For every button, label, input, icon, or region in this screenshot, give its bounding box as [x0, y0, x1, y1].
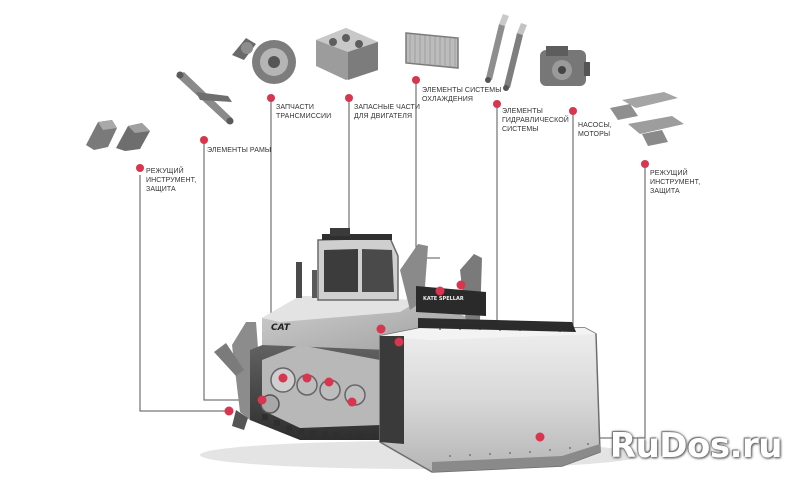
marker-pumps-machine[interactable] — [394, 337, 404, 347]
marker-roller-2[interactable] — [324, 377, 334, 387]
label-engine-parts: ЗАПАСНЫЕ ЧАСТИ ДЛЯ ДВИГАТЕЛЯ — [354, 104, 420, 120]
marker-pumps-top[interactable] — [569, 107, 577, 115]
hydraulic-pump-image — [540, 46, 590, 86]
engine-block-image — [316, 28, 378, 80]
teeth-parts-image — [86, 120, 150, 151]
bulldozer-image — [200, 228, 640, 473]
cutting-edges-image — [610, 92, 684, 146]
label-cutting-tool-left: РЕЖУЩИЙ ИНСТРУМЕНТ, ЗАЩИТА — [146, 168, 197, 193]
marker-roller-1[interactable] — [302, 373, 312, 383]
marker-cooling-machine-2[interactable] — [456, 280, 466, 290]
label-pumps-motors: НАСОСЫ, МОТОРЫ — [578, 122, 612, 138]
marker-cooling-machine[interactable] — [435, 286, 445, 296]
marker-frame-top[interactable] — [200, 136, 208, 144]
marker-cutting-left-machine[interactable] — [224, 406, 234, 416]
radiator-image — [405, 32, 459, 69]
label-transmission-parts: ЗАПЧАСТИ ТРАНСМИССИИ — [276, 104, 332, 120]
marker-cutting-right-machine[interactable] — [535, 432, 545, 442]
label-cutting-tool-right: РЕЖУЩИЙ ИНСТРУМЕНТ, ЗАЩИТА — [650, 170, 701, 195]
marker-transmission-top[interactable] — [267, 94, 275, 102]
markers — [136, 76, 649, 442]
hydraulic-cylinders-image — [485, 14, 527, 91]
label-cooling-elements: ЭЛЕМЕНТЫ СИСТЕМЫ ОХЛАЖДЕНИЯ — [422, 87, 502, 103]
marker-cooling-top[interactable] — [412, 76, 420, 84]
machine-plate: KATE SPELLAR — [423, 296, 464, 302]
cat-brand-logo: CAT — [271, 323, 290, 333]
label-frame-elements: ЭЛЕМЕНТЫ РАМЫ — [207, 147, 272, 154]
watermark: RuDos.ru — [609, 426, 783, 466]
label-hydraulic-elements: ЭЛЕМЕНТЫ ГИДРАВЛИЧЕСКОЙ СИСТЕМЫ — [502, 108, 569, 133]
marker-hydraulic-top[interactable] — [493, 100, 501, 108]
marker-cutting-left-top[interactable] — [136, 164, 144, 172]
marker-engine-machine[interactable] — [376, 324, 386, 334]
marker-hydraulic-machine[interactable] — [347, 397, 357, 407]
line-cutting-left — [139, 175, 228, 412]
marker-engine-top[interactable] — [345, 94, 353, 102]
marker-transmission-machine[interactable] — [278, 373, 288, 383]
transmission-gears-image — [232, 38, 296, 84]
marker-cutting-right-top[interactable] — [641, 160, 649, 168]
marker-frame-machine[interactable] — [257, 395, 267, 405]
frame-part-image — [176, 71, 234, 125]
